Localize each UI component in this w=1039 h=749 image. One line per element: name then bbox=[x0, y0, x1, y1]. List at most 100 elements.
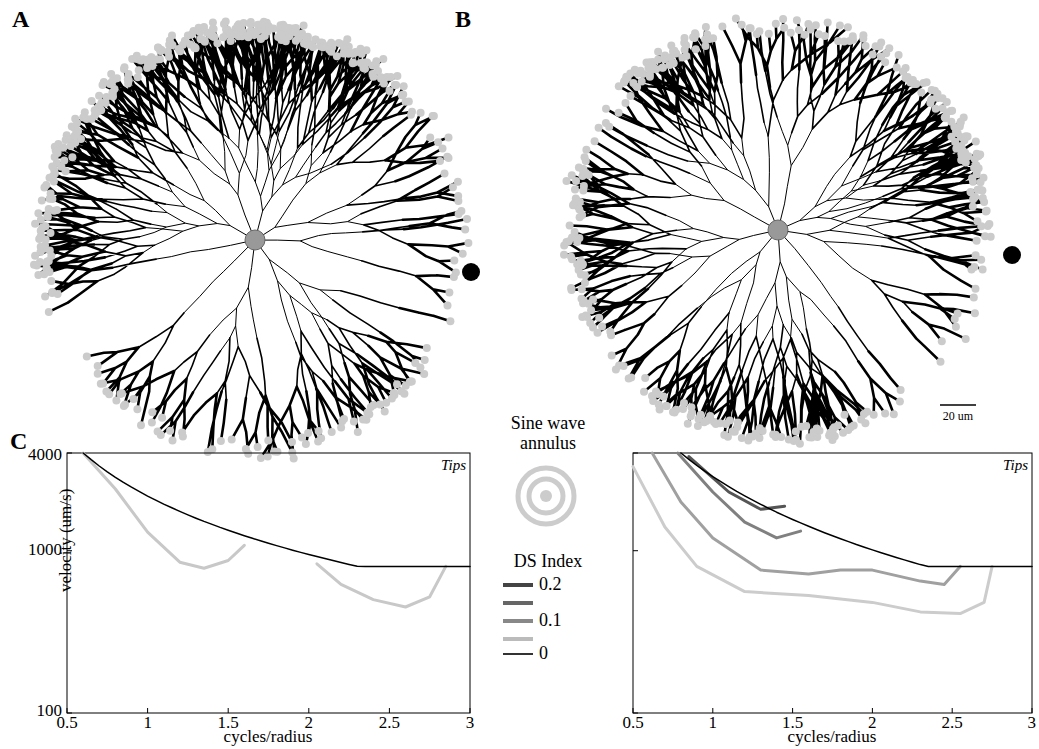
tip-dot bbox=[426, 134, 434, 142]
tip-dot bbox=[169, 437, 177, 445]
tip-dot bbox=[47, 190, 55, 198]
tip-dot bbox=[591, 137, 599, 145]
tip-dot bbox=[793, 16, 801, 24]
tip-dot bbox=[583, 313, 591, 321]
tip-dot bbox=[655, 400, 663, 408]
tip-dot bbox=[400, 390, 408, 398]
tip-dot bbox=[257, 454, 265, 462]
tip-dot bbox=[920, 79, 928, 87]
tip-dot bbox=[147, 53, 155, 61]
tip-dot bbox=[621, 76, 629, 84]
tip-dot bbox=[971, 193, 979, 201]
tip-dot bbox=[567, 284, 575, 292]
tip-dot bbox=[148, 408, 156, 416]
tip-dot bbox=[669, 408, 677, 416]
tip-dot bbox=[100, 78, 108, 86]
tip-dot bbox=[684, 420, 692, 428]
tip-dot bbox=[387, 73, 395, 81]
tip-dot bbox=[875, 42, 883, 50]
tip-dot bbox=[393, 380, 401, 388]
tip-dot bbox=[463, 215, 471, 223]
tip-dot bbox=[595, 314, 603, 322]
tip-dot bbox=[37, 248, 45, 256]
tip-dot bbox=[398, 91, 406, 99]
tip-dot bbox=[780, 24, 788, 32]
legend-swatch bbox=[503, 619, 533, 623]
tip-dot bbox=[627, 92, 635, 100]
tip-dot bbox=[461, 225, 469, 233]
tip-dot bbox=[937, 358, 945, 366]
tip-dot bbox=[102, 99, 110, 107]
tip-dot bbox=[970, 293, 978, 301]
tip-dot bbox=[720, 431, 728, 439]
tip-dot bbox=[969, 203, 977, 211]
tip-dot bbox=[200, 23, 208, 31]
tip-dot bbox=[288, 438, 296, 446]
tip-dot bbox=[154, 428, 162, 436]
tip-dot bbox=[575, 164, 583, 172]
tip-dot bbox=[254, 21, 262, 29]
tip-dot bbox=[834, 421, 842, 429]
tip-dot bbox=[392, 81, 400, 89]
tip-dot bbox=[902, 64, 910, 72]
tip-dot bbox=[844, 426, 852, 434]
tip-dot bbox=[934, 90, 942, 98]
tip-dot bbox=[411, 359, 419, 367]
tip-dot bbox=[896, 397, 904, 405]
tip-dot bbox=[906, 79, 914, 87]
stimulus-label: Sine wave annulus bbox=[498, 414, 598, 454]
tip-dot bbox=[881, 410, 889, 418]
axis-value: 1 bbox=[709, 714, 718, 733]
tip-dot bbox=[972, 137, 980, 145]
tip-dot bbox=[54, 290, 62, 298]
tip-dot bbox=[787, 29, 795, 37]
tip-dot bbox=[977, 186, 985, 194]
tip-dot bbox=[661, 55, 669, 63]
tip-dot bbox=[133, 405, 141, 413]
axis-value: 3 bbox=[1028, 714, 1037, 733]
tip-dot bbox=[942, 113, 950, 121]
tip-dot bbox=[108, 89, 116, 97]
tip-dot bbox=[932, 105, 940, 113]
tip-dot bbox=[386, 87, 394, 95]
tip-dot bbox=[158, 46, 166, 54]
tip-dot bbox=[449, 183, 457, 191]
tip-dot bbox=[938, 337, 946, 345]
stimulus-dot bbox=[462, 263, 480, 281]
tip-dot bbox=[53, 206, 61, 214]
tip-dot bbox=[840, 37, 848, 45]
tip-dot bbox=[824, 19, 832, 27]
tip-dot bbox=[380, 80, 388, 88]
tip-dot bbox=[598, 323, 606, 331]
tip-dot bbox=[390, 389, 398, 397]
tip-dot bbox=[732, 15, 740, 23]
tip-dot bbox=[354, 428, 362, 436]
tip-dot bbox=[917, 88, 925, 96]
tip-dot bbox=[244, 450, 252, 458]
tip-dot bbox=[582, 146, 590, 154]
tip-dot bbox=[608, 352, 616, 360]
tick bbox=[952, 708, 953, 713]
tip-dot bbox=[836, 22, 844, 30]
tip-dot bbox=[779, 15, 787, 23]
axis-title: cycles/radius bbox=[224, 728, 313, 747]
tip-dot bbox=[464, 239, 472, 247]
tip-dot bbox=[350, 418, 358, 426]
tip-dot bbox=[641, 374, 649, 382]
tip-dot bbox=[439, 144, 447, 152]
tip-dot bbox=[652, 65, 660, 73]
tip-dot bbox=[700, 418, 708, 426]
tip-dot bbox=[228, 435, 236, 443]
tip-dot bbox=[286, 31, 294, 39]
tip-dot bbox=[337, 424, 345, 432]
tip-dot bbox=[734, 419, 742, 427]
tip-dot bbox=[133, 52, 141, 60]
tip-dot bbox=[738, 21, 746, 29]
tip-dot bbox=[959, 147, 967, 155]
tip-dot bbox=[31, 220, 39, 228]
tip-dot bbox=[264, 436, 272, 444]
contour-line bbox=[317, 564, 446, 607]
tip-dot bbox=[444, 301, 452, 309]
tip-dot bbox=[589, 324, 597, 332]
tip-dot bbox=[804, 20, 812, 28]
